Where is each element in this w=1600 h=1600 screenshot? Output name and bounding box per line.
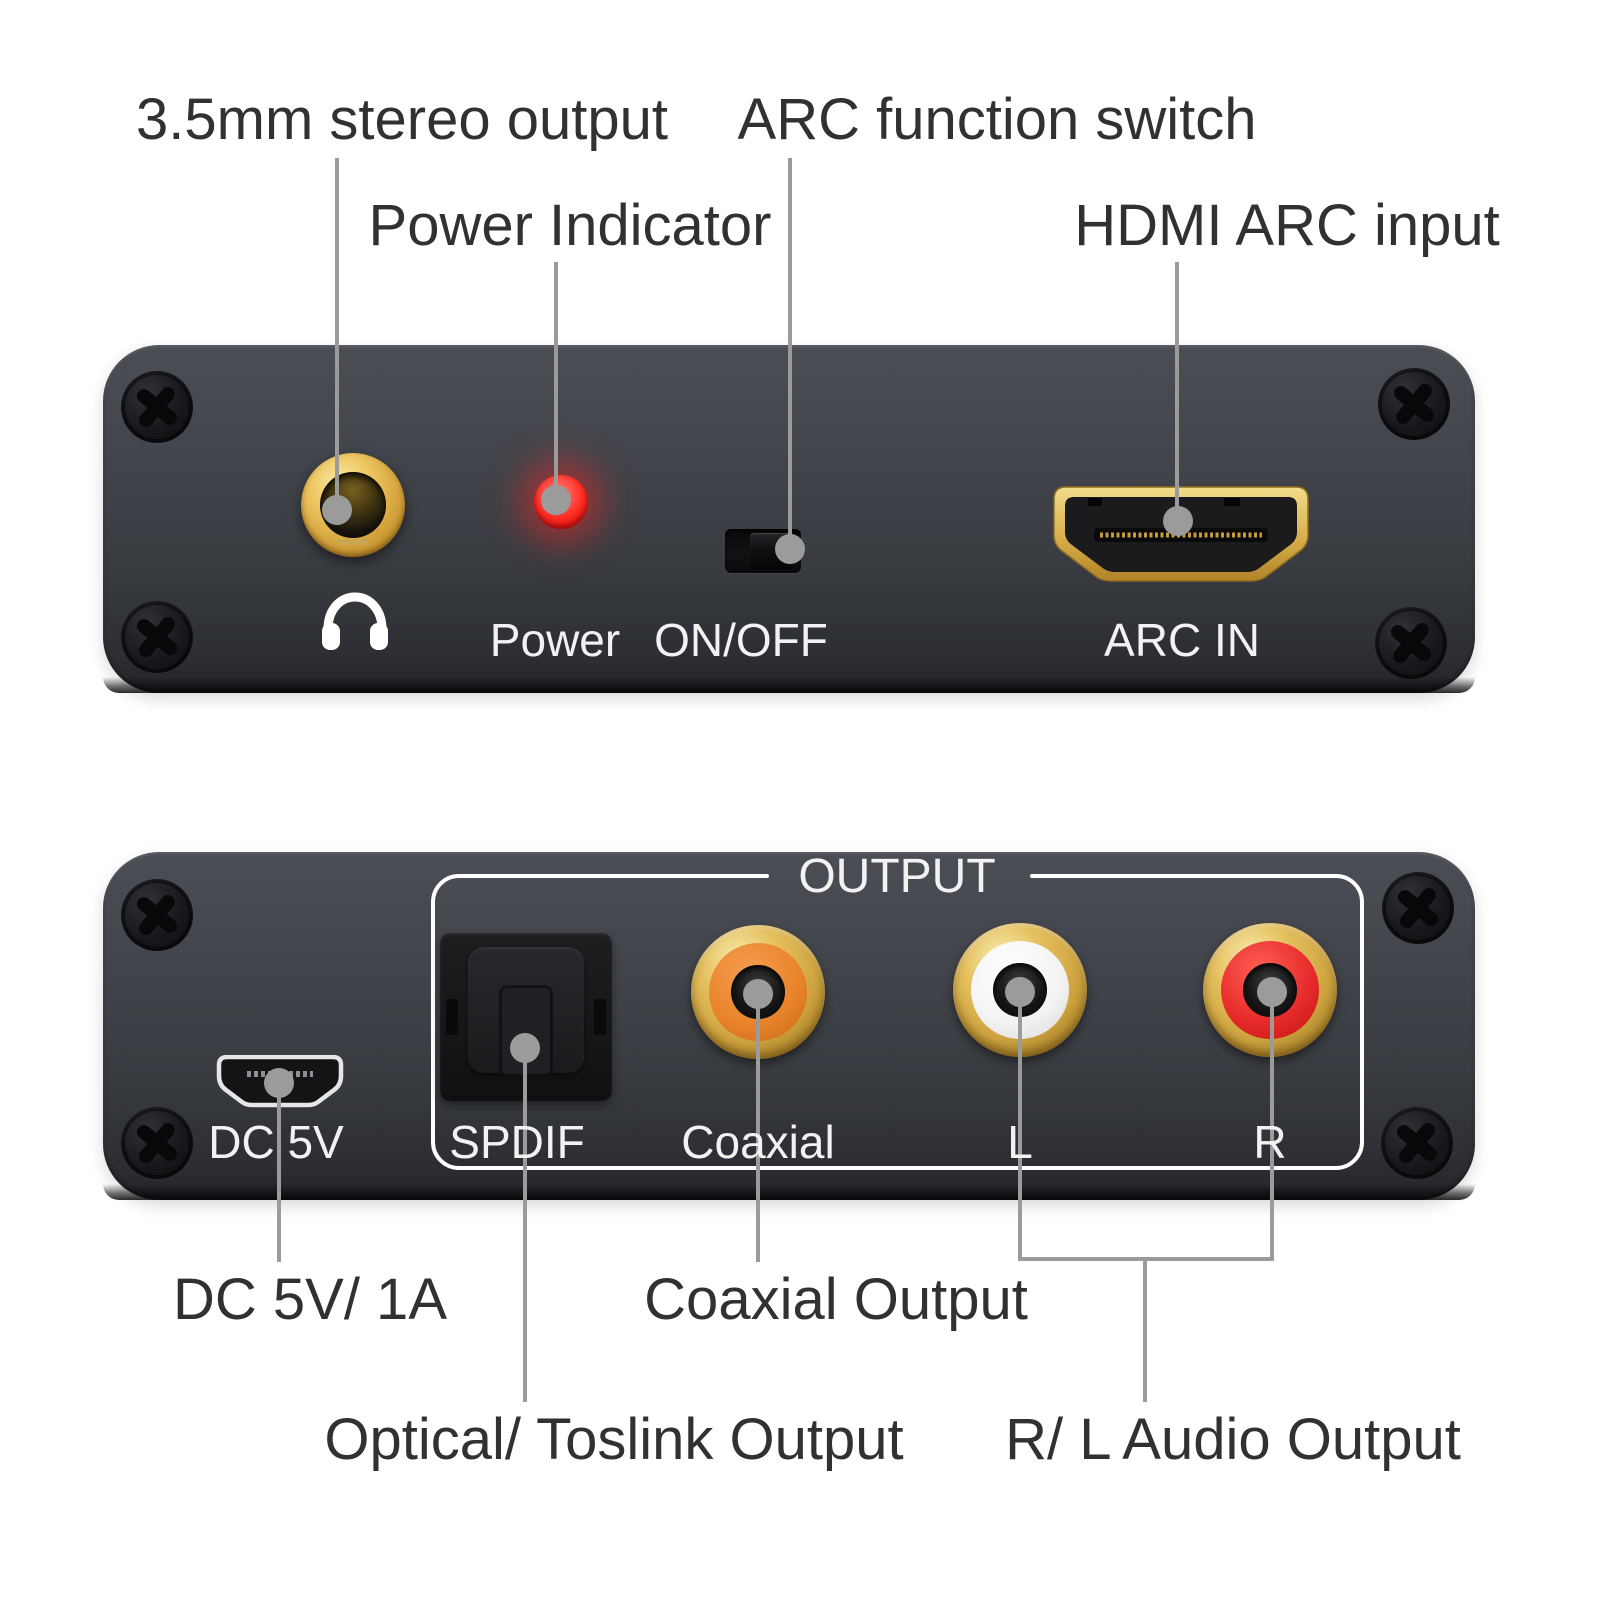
coaxial-label: Coaxial	[681, 1116, 835, 1168]
leader-dot-coaxial	[743, 979, 773, 1009]
leader-line-right	[1270, 990, 1274, 1261]
screw-icon	[121, 601, 193, 673]
screw-icon	[1378, 368, 1450, 440]
callout-dc-power: DC 5V/ 1A	[173, 1267, 447, 1332]
headphone-icon	[317, 587, 393, 653]
onoff-label: ON/OFF	[654, 614, 828, 666]
screw-icon	[1375, 607, 1447, 679]
spdif-label: SPDIF	[449, 1116, 585, 1168]
toslink-notch	[446, 999, 458, 1035]
callout-stereo-output: 3.5mm stereo output	[136, 87, 668, 152]
screw-icon	[1381, 1107, 1453, 1179]
leader-line-spdif	[523, 1048, 527, 1402]
leader-line-stereo	[335, 158, 339, 512]
leader-line-power	[554, 262, 558, 502]
callout-hdmi-input: HDMI ARC input	[1074, 193, 1500, 258]
leader-dot-dc	[264, 1068, 294, 1098]
output-group-box	[431, 874, 1364, 1170]
leader-dot-right	[1257, 977, 1287, 1007]
leader-dot-stereo	[322, 495, 352, 525]
toslink-notch	[594, 999, 606, 1035]
left-label: L	[1007, 1116, 1033, 1168]
power-label: Power	[489, 614, 621, 666]
leader-line-hdmi	[1175, 262, 1179, 521]
leader-dot-left	[1005, 977, 1035, 1007]
leader-stem-rl	[1143, 1257, 1147, 1402]
leader-dot-hdmi	[1163, 506, 1193, 536]
leader-line-left	[1018, 990, 1022, 1261]
callout-rl-audio-output: R/ L Audio Output	[1005, 1407, 1461, 1472]
leader-dot-power	[541, 485, 571, 515]
leader-line-dc	[277, 1083, 281, 1262]
screw-icon	[121, 371, 193, 443]
stereo-jack	[301, 453, 405, 557]
leader-dot-spdif	[510, 1033, 540, 1063]
screw-icon	[121, 879, 193, 951]
stereo-jack-slot	[336, 539, 370, 545]
leader-dot-arc-switch	[775, 534, 805, 564]
callout-arc-switch: ARC function switch	[737, 87, 1257, 152]
callout-power-indicator: Power Indicator	[368, 193, 772, 258]
callout-coaxial-output: Coaxial Output	[644, 1267, 1028, 1332]
output-group-label: OUTPUT	[798, 850, 996, 903]
arc-in-label: ARC IN	[1104, 614, 1260, 666]
screw-icon	[1382, 872, 1454, 944]
dc-5v-label: DC 5V	[208, 1116, 344, 1168]
right-label: R	[1253, 1116, 1287, 1168]
leader-line-arc-switch	[788, 158, 792, 551]
leader-line-coaxial	[756, 992, 760, 1262]
callout-optical-output: Optical/ Toslink Output	[324, 1407, 904, 1472]
screw-icon	[121, 1107, 193, 1179]
